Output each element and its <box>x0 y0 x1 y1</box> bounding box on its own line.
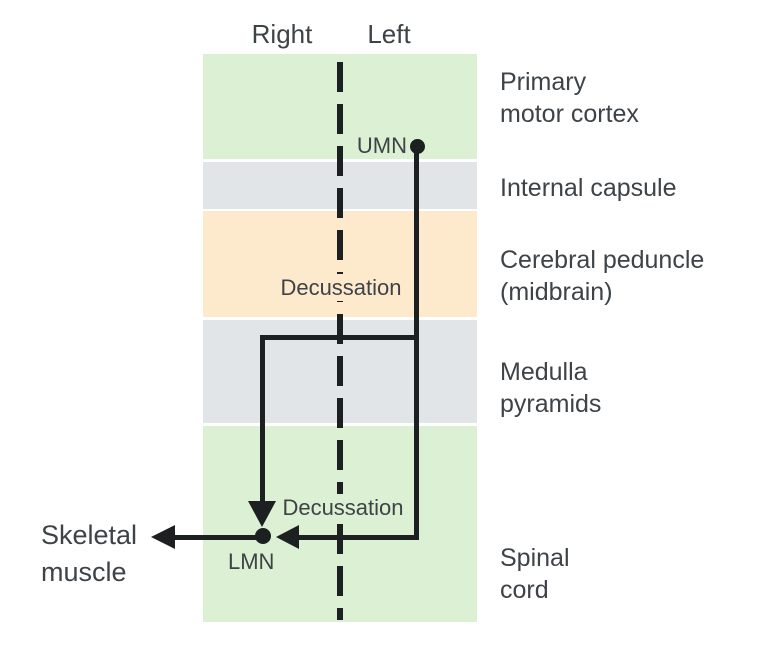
label-line: Skeletal <box>41 520 138 550</box>
label-line: Medulla <box>500 358 588 386</box>
label-lmn: LMN <box>228 549 275 574</box>
medulla-decussation-cross-line <box>260 335 419 340</box>
umn-axon-descending-line <box>414 146 419 539</box>
label-line: Primary <box>500 68 587 96</box>
lmn-to-muscle-arrow-line <box>172 535 263 540</box>
label-skeletal-muscle: Skeletal muscle <box>41 517 137 591</box>
label-line: Spinal <box>500 544 570 572</box>
crossed-axon-descending-line <box>260 335 265 503</box>
label-internal-capsule: Internal capsule <box>500 172 677 204</box>
label-cerebral-peduncle: Cerebral peduncle (midbrain) <box>500 244 704 308</box>
label-umn: UMN <box>356 133 407 158</box>
down-arrowhead-icon <box>248 501 276 527</box>
umn-neuron-dot <box>410 139 425 154</box>
spinal-decussation-arrow-line <box>294 535 419 540</box>
label-medulla-pyramids: Medulla pyramids <box>500 356 601 420</box>
label-line: Internal capsule <box>500 174 677 202</box>
label-spinal-cord: Spinal cord <box>500 542 570 606</box>
label-line: (midbrain) <box>500 278 613 306</box>
label-line: motor cortex <box>500 100 639 128</box>
header-right-side-label: Right <box>251 19 313 49</box>
left-arrowhead-to-lmn-icon <box>276 525 299 549</box>
label-primary-motor-cortex: Primary motor cortex <box>500 66 639 130</box>
label-decussation-lower: Decussation <box>277 494 409 521</box>
label-line: Cerebral peduncle <box>500 246 705 274</box>
label-decussation-upper: Decussation <box>272 274 410 301</box>
label-line: pyramids <box>500 390 602 418</box>
midline-dashed-divider <box>337 62 343 620</box>
lmn-neuron-dot <box>255 528 271 544</box>
header-left-side-label: Left <box>367 19 411 49</box>
left-arrowhead-to-muscle-icon <box>151 525 175 549</box>
label-line: cord <box>500 576 549 604</box>
label-line: muscle <box>41 557 127 587</box>
